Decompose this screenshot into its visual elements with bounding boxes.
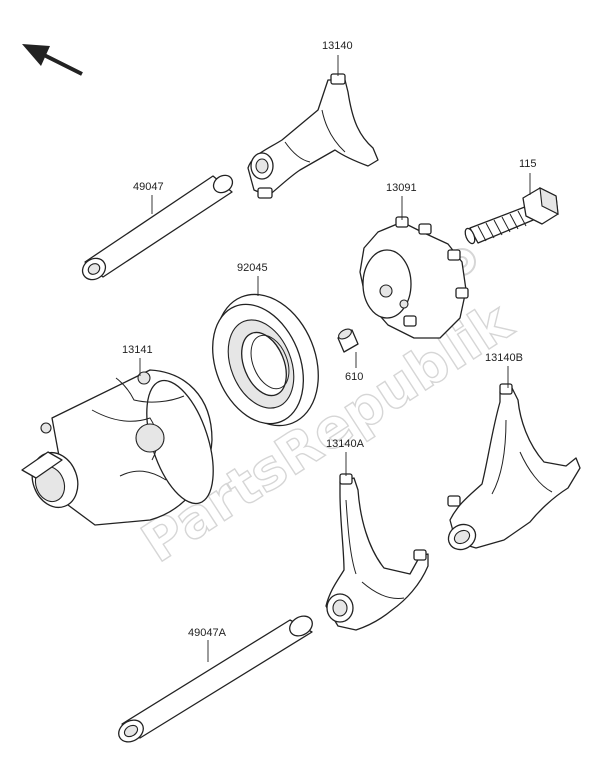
callout-610[interactable]: 610 (345, 371, 364, 383)
part-pin-610[interactable] (337, 327, 359, 353)
callout-49047A[interactable]: 49047A (188, 627, 226, 639)
leader-lines (139, 55, 531, 662)
part-shift-fork-13140B[interactable] (444, 383, 581, 554)
callout-13141[interactable]: 13141 (122, 344, 153, 356)
part-shaft-49047[interactable] (78, 172, 235, 284)
callout-13140[interactable]: 13140 (322, 40, 353, 52)
part-shift-fork-13140[interactable] (247, 73, 379, 199)
callout-13140A[interactable]: 13140A (326, 438, 364, 450)
part-shift-drum-13141[interactable] (21, 369, 226, 526)
part-shift-fork-13140A[interactable] (325, 473, 429, 631)
part-bearing-92045[interactable] (196, 279, 337, 441)
callout-13091[interactable]: 13091 (386, 182, 417, 194)
part-shaft-49047A[interactable] (115, 612, 316, 746)
callout-92045[interactable]: 92045 (237, 262, 268, 274)
part-bolt-115[interactable] (463, 187, 559, 245)
callout-49047[interactable]: 49047 (133, 181, 164, 193)
callout-13140B[interactable]: 13140B (485, 352, 523, 364)
arrow-up-left-icon (22, 44, 83, 76)
part-holder-13091[interactable] (359, 216, 469, 339)
callout-115[interactable]: 115 (519, 158, 537, 170)
